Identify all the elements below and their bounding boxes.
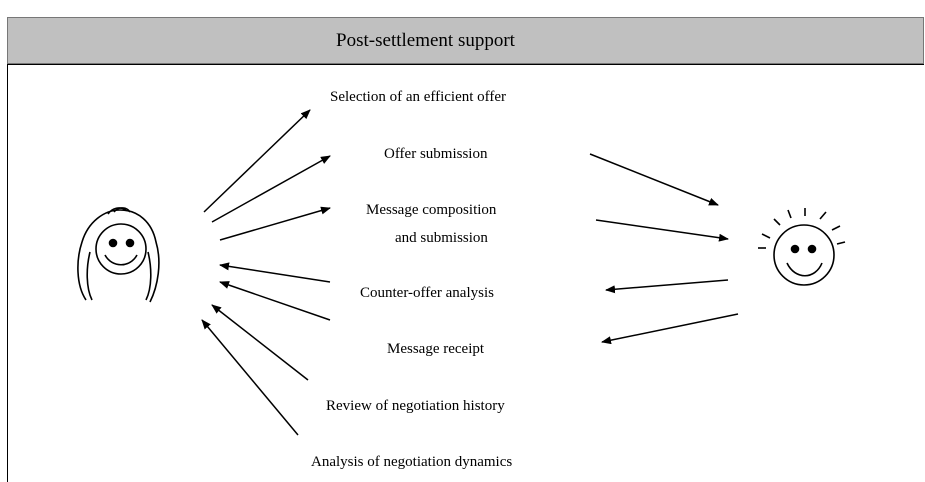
content-area: [7, 64, 924, 482]
label-counter-offer-analysis: Counter-offer analysis: [360, 285, 494, 301]
arrow-counterpart-to-counter-offer: [605, 279, 729, 294]
arrow-user-to-offer-submission: [211, 155, 331, 223]
user-icon: [77, 207, 160, 303]
label-review-history: Review of negotiation history: [326, 398, 505, 414]
label-offer-submission: Offer submission: [384, 146, 488, 162]
arrow-counterpart-to-message-receipt: [601, 313, 739, 345]
label-message-composition-1: Message composition: [366, 202, 497, 218]
arrow-user-to-message-composition: [219, 206, 331, 241]
arrow-message-composition-to-counterpart: [595, 219, 729, 242]
counterpart-icon: [758, 208, 846, 286]
arrow-user-to-efficient-offer: [203, 109, 311, 213]
label-message-composition-2: and submission: [395, 230, 488, 246]
arrow-analysis-dynamics-to-user: [201, 319, 299, 436]
arrow-offer-submission-to-counterpart: [589, 153, 719, 206]
label-message-receipt: Message receipt: [387, 341, 485, 357]
arrow-counter-offer-to-user: [219, 262, 331, 283]
section-header: Post-settlement support: [7, 17, 924, 64]
header-title: Post-settlement support: [336, 30, 515, 51]
label-efficient-offer: Selection of an efficient offer: [330, 89, 506, 105]
arrow-message-receipt-to-user: [219, 281, 331, 321]
label-analysis-dynamics: Analysis of negotiation dynamics: [311, 454, 512, 470]
arrow-review-history-to-user: [211, 304, 309, 381]
